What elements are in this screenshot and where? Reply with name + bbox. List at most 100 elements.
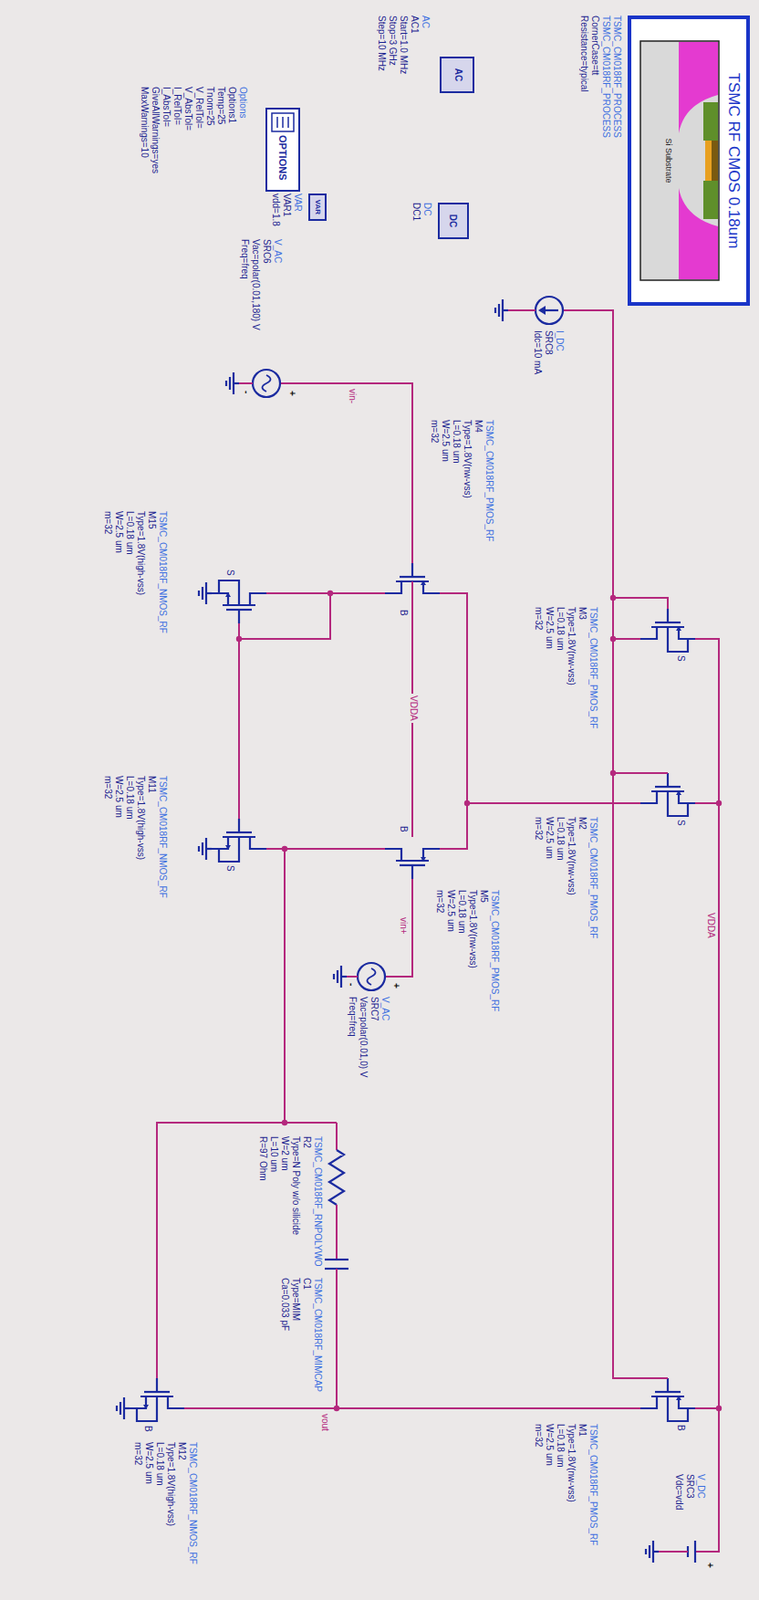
junction-dot bbox=[610, 635, 616, 642]
parameter-text: Type=1.8V(high-vss) bbox=[165, 1441, 177, 1526]
wire bbox=[613, 597, 668, 609]
parameter-text: C1 bbox=[301, 1277, 312, 1290]
figure-caption: Si Substrate bbox=[664, 19, 674, 302]
ac-sim-icon: AC bbox=[439, 56, 475, 94]
parameter-text: W=2.5 um bbox=[439, 419, 451, 462]
parameter-text: Ca=0.033 pF bbox=[279, 1277, 291, 1331]
parameter-text: M12 bbox=[176, 1441, 188, 1459]
parameter-text: m=32 bbox=[532, 816, 544, 840]
wire bbox=[678, 1395, 696, 1408]
parameter-text: L=0.18 um bbox=[554, 1423, 566, 1467]
parameter-text: W=2.5 um bbox=[445, 889, 457, 932]
polarity-mark: - bbox=[345, 982, 357, 986]
wire bbox=[346, 975, 358, 978]
wire bbox=[238, 818, 240, 832]
wire bbox=[123, 1396, 125, 1419]
parameter-text: L=0.18 um bbox=[554, 816, 566, 861]
wire bbox=[694, 1539, 697, 1562]
wire bbox=[667, 626, 688, 652]
parameter-text: L=0.18 um bbox=[124, 510, 136, 555]
model-name: TSMC_CM018RF_RNPOLYWO bbox=[311, 1135, 323, 1267]
wire bbox=[423, 848, 440, 861]
model-name: TSMC_CM018RF_PROCESS bbox=[600, 15, 612, 138]
parameter-text: m=32 bbox=[132, 1441, 144, 1465]
parameter-text: Idc=10 mA bbox=[531, 330, 543, 375]
parameter-text: Type=MIM bbox=[290, 1277, 302, 1321]
polarity-mark: + bbox=[286, 390, 298, 396]
parameter-text: B bbox=[142, 1424, 154, 1432]
parameter-text: m=32 bbox=[102, 775, 114, 799]
wire bbox=[218, 836, 240, 862]
parameter-text: m=32 bbox=[532, 606, 544, 630]
parameter-text: I_AbsTol= bbox=[160, 86, 172, 127]
wire bbox=[197, 845, 200, 852]
junction-dot bbox=[236, 635, 242, 642]
wire bbox=[228, 376, 231, 390]
wire bbox=[335, 1204, 338, 1259]
model-name: TSMC_CM018RF_NMOS_RF bbox=[187, 1441, 198, 1564]
parameter-text: SRC7 bbox=[368, 996, 380, 1021]
junction-dot bbox=[610, 594, 616, 601]
box-text: VAR bbox=[310, 195, 325, 219]
parameter-text: Stop=3 GHz bbox=[386, 15, 398, 66]
parameter-text: W=2.5 um bbox=[113, 775, 125, 818]
wire bbox=[678, 626, 696, 639]
wire bbox=[238, 623, 240, 819]
parameter-text: W=2.5 um bbox=[543, 606, 555, 649]
parameter-text: M3 bbox=[576, 606, 588, 620]
parameter-text: GiveAllWarnings=yes bbox=[149, 86, 161, 174]
junction-dot bbox=[327, 590, 333, 596]
polarity-mark: + bbox=[390, 982, 402, 988]
parameter-text: SRC6 bbox=[260, 239, 272, 264]
wire bbox=[144, 1390, 170, 1393]
wire bbox=[335, 1268, 338, 1408]
wire bbox=[201, 842, 204, 855]
parameter-text: Temp=25 bbox=[215, 86, 227, 125]
parameter-text: Step=10 MHz bbox=[375, 15, 387, 72]
parameter-text: I_RelTol= bbox=[171, 86, 183, 125]
parameter-text: W=2 um bbox=[279, 1135, 291, 1171]
title-block: TSMC RF CMOS 0.18um Si Substrate bbox=[627, 15, 750, 306]
wire bbox=[384, 878, 413, 977]
wire bbox=[129, 1395, 146, 1408]
parameter-text: Options1 bbox=[226, 86, 238, 124]
wire bbox=[652, 1539, 655, 1562]
wire bbox=[332, 973, 335, 979]
wire bbox=[399, 863, 426, 866]
wire bbox=[667, 1395, 688, 1421]
junction-dot bbox=[610, 769, 616, 776]
parameter-text: Freq=freq bbox=[346, 996, 358, 1037]
parameter-text: M2 bbox=[576, 816, 588, 830]
parameter-text: vdd=1.8 bbox=[270, 193, 281, 227]
parameter-text: m=32 bbox=[102, 510, 114, 534]
model-name: TSMC_CM018RF_PMOS_RF bbox=[488, 889, 500, 1011]
parameter-text: L=10 um bbox=[268, 1135, 280, 1172]
parameter-text: Tnom=25 bbox=[204, 86, 216, 126]
parameter-text: M11 bbox=[145, 775, 157, 793]
parameter-text: SRC3 bbox=[684, 1473, 696, 1498]
wire bbox=[336, 969, 339, 983]
parameter-text: L=0.18 um bbox=[124, 775, 136, 820]
parameter-text: Type=1.8V(high-vss) bbox=[135, 775, 146, 860]
polarity-mark: + bbox=[704, 1561, 716, 1568]
parameter-text: L=0.18 um bbox=[154, 1441, 166, 1486]
junction-dot bbox=[281, 845, 288, 852]
wire bbox=[232, 372, 235, 395]
parameter-text: M15 bbox=[145, 510, 157, 529]
wire bbox=[667, 790, 688, 816]
parameter-text: V_RelTol= bbox=[193, 86, 205, 129]
wire bbox=[467, 801, 641, 804]
wire bbox=[239, 382, 253, 385]
wire bbox=[218, 580, 240, 605]
parameter-text: m=32 bbox=[434, 889, 446, 913]
model-name: V_AC bbox=[379, 996, 391, 1020]
box-text: TSMC RF CMOS 0.18um bbox=[724, 19, 747, 302]
wire bbox=[411, 562, 414, 577]
parameter-text: W=2.5 um bbox=[543, 1423, 555, 1466]
model-name: TSMC_CM018RF_PMOS_RF bbox=[587, 816, 599, 938]
wire bbox=[655, 785, 681, 788]
wire bbox=[666, 772, 669, 787]
wire bbox=[640, 626, 657, 639]
